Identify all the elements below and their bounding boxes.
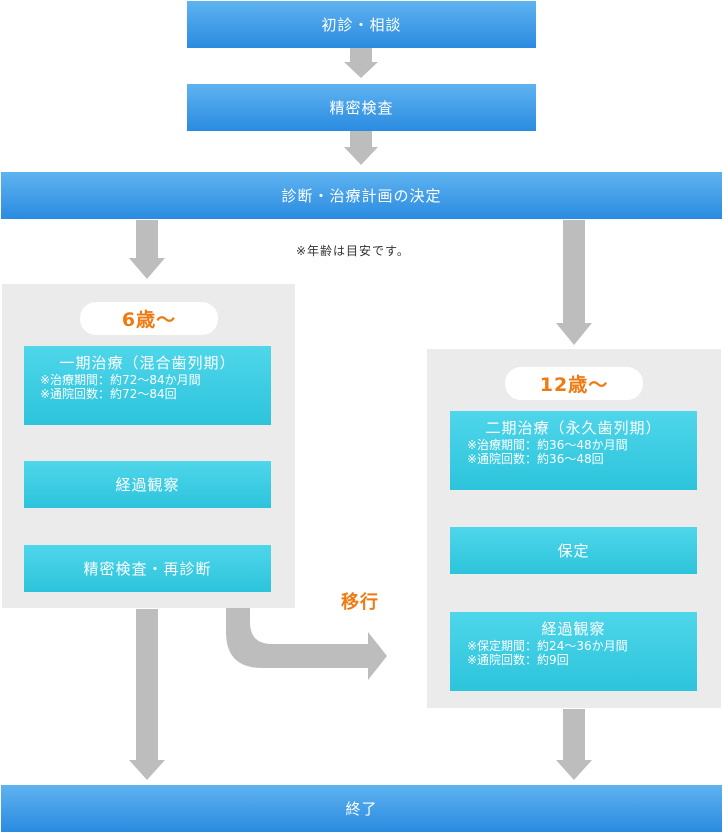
phase2-observe-title: 経過観察 — [541, 620, 606, 638]
step-end: 終了 — [1, 785, 722, 832]
phase2-treatment-period: ※治療期間：約36～48か月間 — [467, 438, 628, 452]
phase2-treatment-title: 二期治療（永久歯列期） — [485, 419, 662, 437]
arrow-phase2-to-end — [556, 709, 592, 780]
step-exam: 精密検査 — [187, 84, 536, 131]
phase1-reexam: 精密検査・再診断 — [24, 545, 271, 592]
phase2-treatment-visits: ※通院回数：約36～48回 — [467, 452, 604, 466]
phase1-treatment-title: 一期治療（混合歯列期） — [59, 354, 236, 372]
phase2-retention-period: ※保定期間：約24～36か月間 — [467, 639, 628, 653]
phase2-retention: 保定 — [450, 527, 697, 574]
arrow-exam-to-diagnosis — [344, 131, 378, 165]
phase1-treatment-period: ※治療期間：約72～84か月間 — [40, 373, 201, 387]
age-note: ※年齢は目安です。 — [296, 244, 410, 258]
arrow-transition — [226, 606, 387, 680]
transition-badge: 移行 — [318, 586, 402, 616]
phase2-age-badge: 12歳～ — [505, 367, 643, 400]
arrow-phase1-to-end — [129, 609, 165, 780]
phase1-treatment-visits: ※通院回数：約72～84回 — [40, 387, 177, 401]
step-consult: 初診・相談 — [187, 1, 536, 48]
arrow-diagnosis-to-phase2 — [556, 220, 592, 345]
step-diagnosis: 診断・治療計画の決定 — [1, 172, 722, 219]
phase2-observe-box: 経過観察 ※保定期間：約24～36か月間 ※通院回数：約9回 — [450, 612, 697, 691]
phase1-observe: 経過観察 — [24, 461, 271, 508]
phase2-treatment-box: 二期治療（永久歯列期） ※治療期間：約36～48か月間 ※通院回数：約36～48… — [450, 411, 697, 490]
phase1-age-badge: 6歳～ — [80, 302, 218, 335]
phase2-observe-visits: ※通院回数：約9回 — [467, 653, 569, 667]
phase1-treatment-box: 一期治療（混合歯列期） ※治療期間：約72～84か月間 ※通院回数：約72～84… — [24, 346, 271, 425]
arrow-consult-to-exam — [344, 48, 378, 78]
arrow-diagnosis-to-phase1 — [129, 220, 165, 279]
